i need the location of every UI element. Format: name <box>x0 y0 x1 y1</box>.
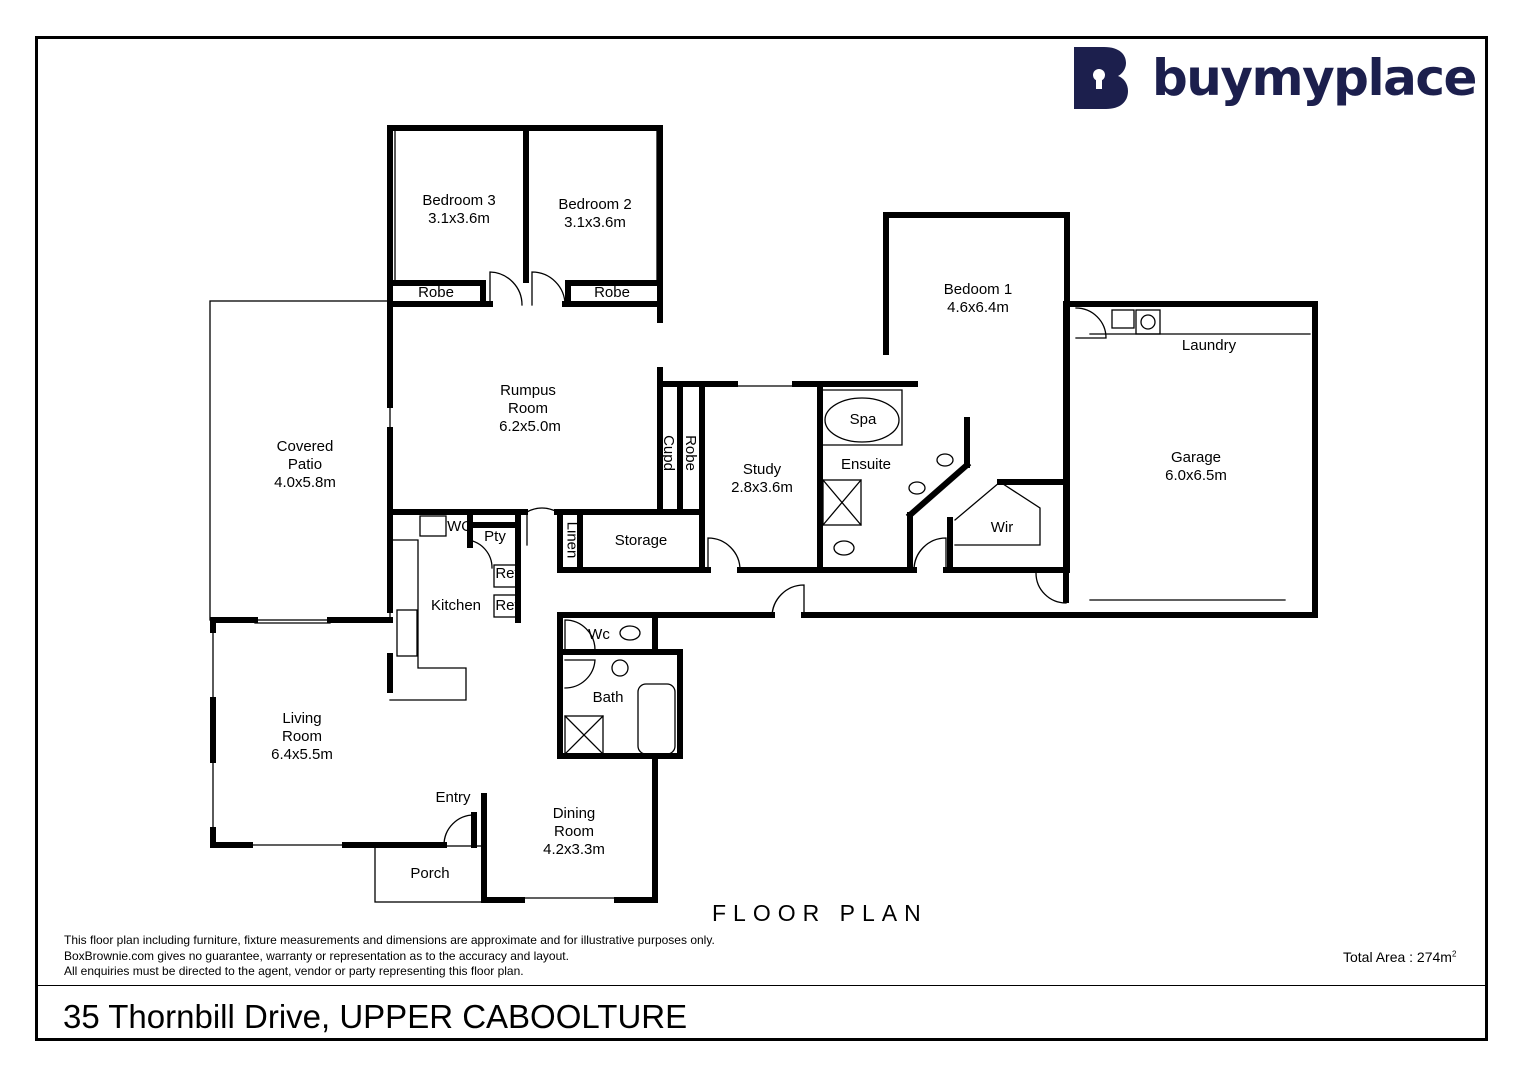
room-name: Bedroom 3 <box>422 192 496 209</box>
kitchen-sink <box>396 609 418 657</box>
bath-basin <box>611 659 629 677</box>
room-name: Study <box>742 461 782 478</box>
room-size: 6.0x6.5m <box>1165 467 1227 484</box>
room-name: Bedoom 1 <box>943 281 1013 298</box>
room-name-line-2: Patio <box>287 456 323 473</box>
bathtub <box>637 683 676 755</box>
room-cupd: Cupd <box>659 435 677 471</box>
room-ensuite: Ensuite <box>840 456 892 473</box>
room-size: 3.1x3.6m <box>564 214 626 231</box>
vanity-basin-1 <box>936 453 954 467</box>
shower-cross-b <box>822 479 862 526</box>
brand-name: buymyplace <box>1152 49 1477 107</box>
vanity-basin-2 <box>908 481 926 495</box>
room-robe-bedroom-2: Robe <box>594 284 630 301</box>
ensuite-toilet <box>833 540 855 556</box>
wir-shelving <box>954 481 1041 546</box>
door-swing-entry <box>443 814 475 846</box>
door-swing-rumpus <box>526 507 558 546</box>
room-entry: Entry <box>435 789 471 806</box>
room-size: 2.8x3.6m <box>731 479 793 496</box>
room-name-line-2: Room <box>507 400 549 417</box>
room-rumpus: Rumpus Room 6.2x5.0m <box>495 382 561 436</box>
room-name: Garage <box>1170 449 1222 466</box>
keyhole-b-logo-icon <box>1074 47 1128 109</box>
room-size: 4.0x5.8m <box>274 474 336 491</box>
room-living: Living Room 6.4x5.5m <box>271 710 333 764</box>
room-name-line-1: Rumpus <box>500 382 556 399</box>
total-area-superscript: 2 <box>1451 949 1457 959</box>
room-laundry: Laundry <box>1181 337 1237 354</box>
room-name: Bedroom 2 <box>558 196 632 213</box>
room-ref-1: Ref <box>495 565 519 582</box>
room-robe-study: Robe <box>681 435 699 471</box>
room-porch: Porch <box>410 865 450 882</box>
door-swing-wc <box>564 619 596 651</box>
room-wc: Wc <box>588 626 610 643</box>
brand-logo: buymyplace <box>1074 46 1477 110</box>
total-area: Total Area : 274m2 <box>1343 949 1456 965</box>
room-bedroom-3: Bedroom 3 3.1x3.6m <box>422 192 495 228</box>
room-size: 6.2x5.0m <box>499 418 561 435</box>
room-storage: Storage <box>614 532 668 549</box>
room-name-line-1: Dining <box>552 805 596 822</box>
kitchen-bench <box>389 539 467 701</box>
room-name-line-1: Covered <box>276 438 334 455</box>
washer-drum <box>1140 314 1156 330</box>
room-size: 3.1x3.6m <box>428 210 490 227</box>
room-covered-patio: Covered Patio 4.0x5.8m <box>274 438 336 492</box>
door-swing-hall <box>771 584 805 618</box>
room-dining: Dining Room 4.2x3.3m <box>543 805 605 859</box>
disclaimer-line-1: This floor plan including furniture, fix… <box>64 933 715 947</box>
room-bedroom-2: Bedroom 2 3.1x3.6m <box>558 196 631 232</box>
door-swing-garage <box>1035 572 1067 604</box>
room-size: 4.2x3.3m <box>543 841 605 858</box>
cooktop <box>419 515 447 537</box>
door-swing-bed3 <box>489 271 523 306</box>
page-border <box>35 36 1488 1041</box>
room-robe-bedroom-3: Robe <box>418 284 454 301</box>
room-garage: Garage 6.0x6.5m <box>1165 449 1227 485</box>
room-name-line-1: Living <box>282 710 322 727</box>
room-bath: Bath <box>592 689 624 706</box>
door-swing-bed2 <box>531 271 566 306</box>
disclaimer: This floor plan including furniture, fix… <box>64 933 715 980</box>
footer-divider <box>38 985 1485 986</box>
room-study: Study 2.8x3.6m <box>731 461 793 497</box>
room-name-line-2: Room <box>553 823 595 840</box>
door-swing-bath <box>564 659 596 689</box>
door-swing-study <box>707 537 741 571</box>
room-linen: Linen <box>563 521 581 559</box>
door-swing-bed1 <box>913 537 947 571</box>
room-spa: Spa <box>849 411 877 428</box>
room-wir: Wir <box>990 519 1014 536</box>
disclaimer-line-2: BoxBrownie.com gives no guarantee, warra… <box>64 948 569 963</box>
room-name-line-2: Room <box>281 728 323 745</box>
room-pantry: Pty <box>484 528 506 545</box>
bath-shower-cross-b <box>564 715 604 755</box>
thin-outlines <box>209 129 1314 903</box>
room-ref-2: Ref <box>495 597 519 614</box>
room-bedroom-1: Bedoom 1 4.6x6.4m <box>944 281 1012 317</box>
laundry-tub <box>1111 309 1135 329</box>
disclaimer-line-3: All enquiries must be directed to the ag… <box>64 964 524 978</box>
door-swing-laundry <box>1075 307 1107 339</box>
floor-plan-title: FLOOR PLAN <box>712 900 928 926</box>
room-wo: WO <box>447 518 473 535</box>
laundry-washer <box>1135 309 1161 335</box>
spa-tub <box>824 397 900 443</box>
room-kitchen: Kitchen <box>430 597 482 614</box>
wc-toilet <box>619 625 641 641</box>
walls <box>210 125 1318 903</box>
room-size: 4.6x6.4m <box>947 299 1009 316</box>
property-address: 35 Thornbill Drive, UPPER CABOOLTURE <box>63 998 688 1035</box>
total-area-label: Total Area : 274m <box>1343 949 1452 965</box>
room-size: 6.4x5.5m <box>271 746 333 763</box>
